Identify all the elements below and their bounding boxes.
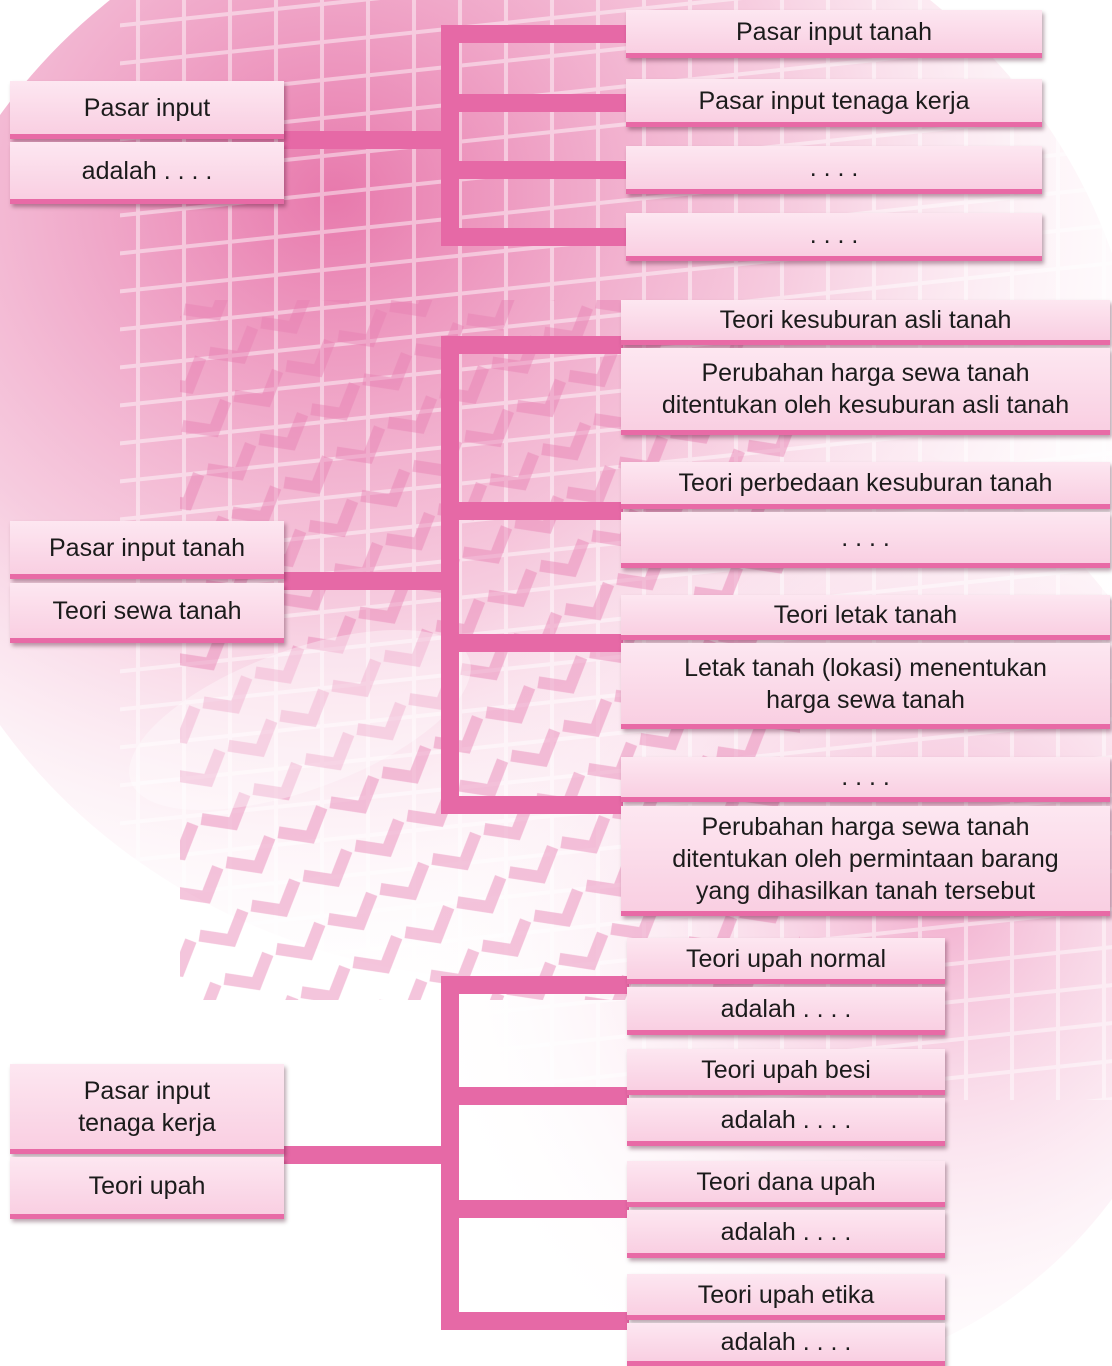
connector-segment bbox=[284, 572, 459, 590]
connector-segment bbox=[441, 1312, 629, 1330]
connector-segment bbox=[284, 131, 459, 149]
section1-item: Pasar input tenaga kerja bbox=[626, 79, 1042, 127]
section2-left-title: Pasar input tanah bbox=[10, 521, 284, 579]
section3-left-sub: Teori upah bbox=[10, 1157, 284, 1219]
connector-segment bbox=[441, 228, 628, 246]
section3-theory-title: Teori dana upah bbox=[627, 1161, 945, 1207]
section1-item: Pasar input tanah bbox=[626, 10, 1042, 58]
connector-segment bbox=[441, 336, 623, 354]
connector-segment bbox=[441, 634, 623, 652]
connector-segment bbox=[441, 502, 623, 520]
connector-segment bbox=[441, 1087, 629, 1105]
section2-theory-desc: Perubahan harga sewa tanah ditentukan ol… bbox=[621, 806, 1110, 916]
section1-left-title: Pasar input bbox=[10, 81, 284, 139]
section3-theory-desc: adalah . . . . bbox=[627, 1098, 945, 1146]
section3-left-title: Pasar input tenaga kerja bbox=[10, 1064, 284, 1154]
section2-theory-title: Teori letak tanah bbox=[621, 595, 1110, 640]
section2-theory-title: Teori perbedaan kesuburan tanah bbox=[621, 462, 1110, 509]
section2-theory-title: . . . . bbox=[621, 757, 1110, 802]
connector-segment bbox=[441, 25, 459, 246]
connector-segment bbox=[441, 161, 628, 179]
section2-left-sub: Teori sewa tanah bbox=[10, 583, 284, 643]
section1-item: . . . . bbox=[626, 213, 1042, 261]
section3-theory-desc: adalah . . . . bbox=[627, 987, 945, 1035]
section2-theory-desc: Letak tanah (lokasi) menentukan harga se… bbox=[621, 643, 1110, 729]
connector-segment bbox=[441, 976, 459, 1330]
section3-theory-title: Teori upah besi bbox=[627, 1049, 945, 1095]
section3-theory-title: Teori upah normal bbox=[627, 938, 945, 984]
section3-theory-desc: adalah . . . . bbox=[627, 1210, 945, 1258]
connector-segment bbox=[284, 1146, 459, 1164]
connector-segment bbox=[441, 796, 623, 814]
section2-theory-desc: Perubahan harga sewa tanah ditentukan ol… bbox=[621, 348, 1110, 435]
connector-segment bbox=[441, 94, 628, 112]
section2-theory-title: Teori kesuburan asli tanah bbox=[621, 300, 1110, 345]
section3-theory-title: Teori upah etika bbox=[627, 1274, 945, 1320]
section1-item: . . . . bbox=[626, 146, 1042, 194]
connector-segment bbox=[441, 976, 629, 994]
section3-theory-desc: adalah . . . . bbox=[627, 1323, 945, 1366]
connector-segment bbox=[441, 25, 628, 43]
section1-left-sub: adalah . . . . bbox=[10, 142, 284, 204]
connector-segment bbox=[441, 336, 459, 814]
connector-segment bbox=[441, 1200, 629, 1218]
section2-theory-desc: . . . . bbox=[621, 512, 1110, 568]
